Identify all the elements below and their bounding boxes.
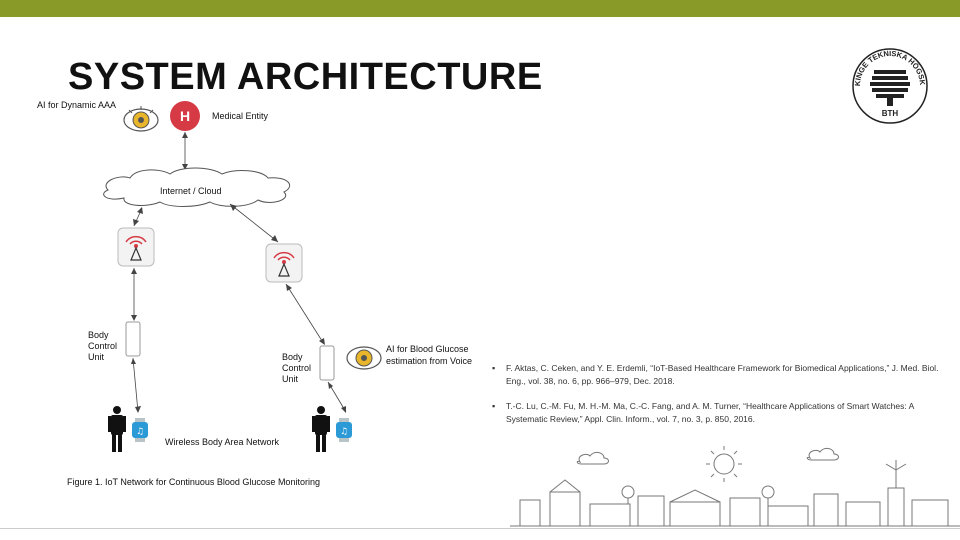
right-bcu-label-1: Body xyxy=(282,352,303,362)
left-bcu-label-1: Body xyxy=(88,330,109,340)
left-bcu-label-2: Control xyxy=(88,341,117,351)
svg-text:♫: ♫ xyxy=(136,427,144,437)
bullet-icon: ▪ xyxy=(492,400,506,426)
logo-bth-text: BTH xyxy=(882,109,899,118)
left-person-icon xyxy=(108,406,126,452)
bottom-rule xyxy=(0,528,960,529)
left-bcu-device xyxy=(126,322,140,356)
right-bcu-label-2: Control xyxy=(282,363,311,373)
top-accent-bar xyxy=(0,0,960,17)
architecture-diagram: AI for Dynamic AAA H Medical Entity Inte… xyxy=(30,90,490,490)
right-smartwatch-icon: ♫ xyxy=(336,418,352,442)
hospital-icon: H xyxy=(170,101,200,131)
reference-item: ▪ F. Aktas, C. Ceken, and Y. E. Erdemli,… xyxy=(492,362,952,388)
right-antenna-icon xyxy=(266,244,302,282)
ai-aaa-label: AI for Dynamic AAA xyxy=(37,100,116,110)
right-person-icon xyxy=(312,406,330,452)
left-smartwatch-icon: ♫ xyxy=(132,418,148,442)
reference-text: T.-C. Lu, C.-M. Fu, M. H.-M. Ma, C.-C. F… xyxy=(506,400,952,426)
references-list: ▪ F. Aktas, C. Ceken, and Y. E. Erdemli,… xyxy=(492,362,952,438)
right-bcu-device xyxy=(320,346,334,380)
bth-logo-icon: BLEKINGE TEKNISKA HÖGSKOLA BTH xyxy=(850,40,930,130)
medical-entity-label: Medical Entity xyxy=(212,111,269,121)
reference-item: ▪ T.-C. Lu, C.-M. Fu, M. H.-M. Ma, C.-C.… xyxy=(492,400,952,426)
skyline-illustration xyxy=(510,440,960,530)
wban-label: Wireless Body Area Network xyxy=(165,437,280,447)
figure-caption: Figure 1. IoT Network for Continuous Blo… xyxy=(67,477,320,487)
left-bcu-label-3: Unit xyxy=(88,352,105,362)
svg-text:Body Control Unit: Body Control Unit xyxy=(88,330,120,362)
ai-glucose-icon xyxy=(347,347,381,369)
reference-text: F. Aktas, C. Ceken, and Y. E. Erdemli, “… xyxy=(506,362,952,388)
right-bcu-label-3: Unit xyxy=(282,374,299,384)
ai-brain-icon xyxy=(124,106,158,131)
ai-glucose-label-2: estimation from Voice xyxy=(386,356,472,366)
svg-text:AI for Blood Glucose estim: AI for Blood Glucose estimation from Voi… xyxy=(386,344,472,366)
left-antenna-icon xyxy=(118,228,154,266)
svg-text:Body Control Unit: Body Control Unit xyxy=(282,352,314,384)
cloud-label: Internet / Cloud xyxy=(160,186,222,196)
bullet-icon: ▪ xyxy=(492,362,506,388)
ai-glucose-label-1: AI for Blood Glucose xyxy=(386,344,469,354)
svg-text:♫: ♫ xyxy=(340,427,348,437)
hospital-letter: H xyxy=(180,108,190,124)
